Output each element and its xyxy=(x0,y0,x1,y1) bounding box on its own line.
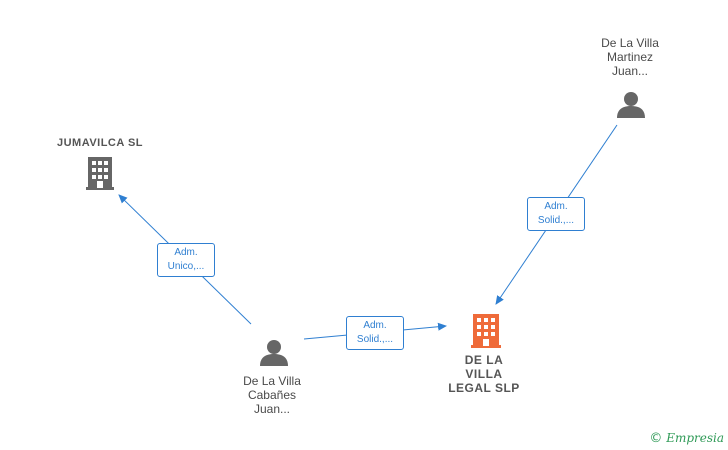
building-icon[interactable] xyxy=(86,157,114,190)
person-icon[interactable] xyxy=(617,92,645,118)
company-label-de-la-villa-legal[interactable]: DE LA VILLA LEGAL SLP xyxy=(448,353,520,395)
company-label-jumavilca[interactable]: JUMAVILCA SL xyxy=(56,137,144,149)
person-label-cabanes[interactable]: De La Villa Cabañes Juan... xyxy=(243,374,301,416)
copyright-icon: © xyxy=(649,431,663,446)
person-icon[interactable] xyxy=(260,340,288,366)
brand-logo: Empresia xyxy=(666,431,724,445)
edge-label-adm-solid-cabanes[interactable]: Adm. Solid.,... xyxy=(346,316,404,350)
edge-label-adm-solid-martinez[interactable]: Adm. Solid.,... xyxy=(527,197,585,231)
edge-label-adm-unico[interactable]: Adm. Unico,... xyxy=(157,243,215,277)
person-label-martinez[interactable]: De La Villa Martinez Juan... xyxy=(601,36,659,78)
building-icon-main[interactable] xyxy=(471,314,501,348)
brand-watermark: © Empresia xyxy=(649,431,724,446)
